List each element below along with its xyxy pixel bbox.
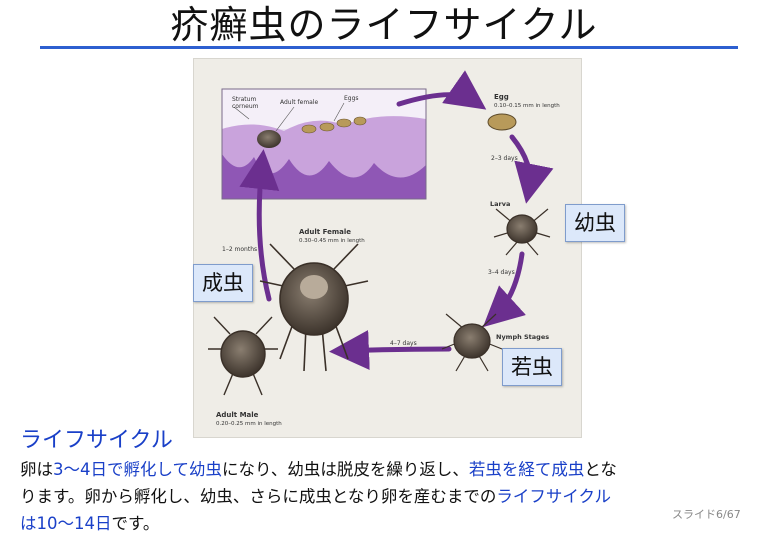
body-highlight: 若虫を経て成虫 [468,460,585,479]
label-4-7-days: 4–7 days [390,340,417,347]
body-text: とな [584,460,617,479]
adult-female-illustration [259,243,369,372]
lifecycle-illustration: Stratum corneum Adult female Eggs Egg 0.… [208,70,560,427]
body-text: 卵は [20,460,53,479]
body-text: です。 [111,514,160,533]
label-nymph: Nymph Stages [496,333,549,341]
label-adult-male: Adult Male [216,411,259,419]
label-egg-size: 0.10–0.15 mm in length [494,103,560,109]
label-skin-adult-female: Adult female [280,99,319,106]
lifecycle-arrows [239,70,554,370]
body-highlight: 3～4日で孵化して幼虫 [53,460,223,479]
body-text: ります。卵から孵化し、幼虫、さらに成虫となり卵を産むまでの [20,487,497,506]
label-1-2-months: 1–2 months [222,246,257,253]
body-line-3: は10～14日です。 [20,510,755,537]
slide-title: 疥癬虫のライフサイクル [170,3,598,47]
label-adult-male-size: 0.20–0.25 mm in length [216,421,282,427]
lifecycle-figure: Stratum corneum Adult female Eggs Egg 0.… [193,58,582,438]
section-body: 卵は3～4日で孵化して幼虫になり、幼虫は脱皮を繰り返し、若虫を経て成虫とな りま… [20,456,755,537]
adult-male-illustration [208,316,278,396]
label-stratum: Stratum [232,96,256,103]
body-line-2: ります。卵から孵化し、幼虫、さらに成虫となり卵を産むまでのライフサイクル [20,483,755,510]
slide-number: スライド6/67 [672,508,741,521]
callout-nymph: 若虫 [502,348,562,386]
label-3-4-days: 3–4 days [488,269,515,276]
title-underline [40,46,738,49]
label-larva: Larva [490,200,510,208]
burrow-eggs [301,116,367,134]
body-highlight: ライフサイクル [496,487,612,506]
body-highlight: は10～14日 [20,514,112,533]
callout-adult: 成虫 [193,264,253,302]
body-text: になり、幼虫は脱皮を繰り返し、 [222,460,469,479]
larva-illustration [493,208,551,256]
nymph-illustration [441,313,503,372]
label-adult-female-size: 0.30–0.45 mm in length [299,238,365,244]
section-heading: ライフサイクル [20,428,173,453]
burrow-female-mite [257,130,281,148]
callout-larva: 幼虫 [565,204,625,242]
label-egg: Egg [494,93,509,101]
body-line-1: 卵は3～4日で孵化して幼虫になり、幼虫は脱皮を繰り返し、若虫を経て成虫とな [20,456,755,483]
label-adult-female: Adult Female [299,228,351,236]
egg-illustration [487,113,517,131]
label-corneum: corneum [232,103,259,110]
label-eggs: Eggs [344,95,359,102]
label-2-3-days: 2–3 days [491,155,518,162]
